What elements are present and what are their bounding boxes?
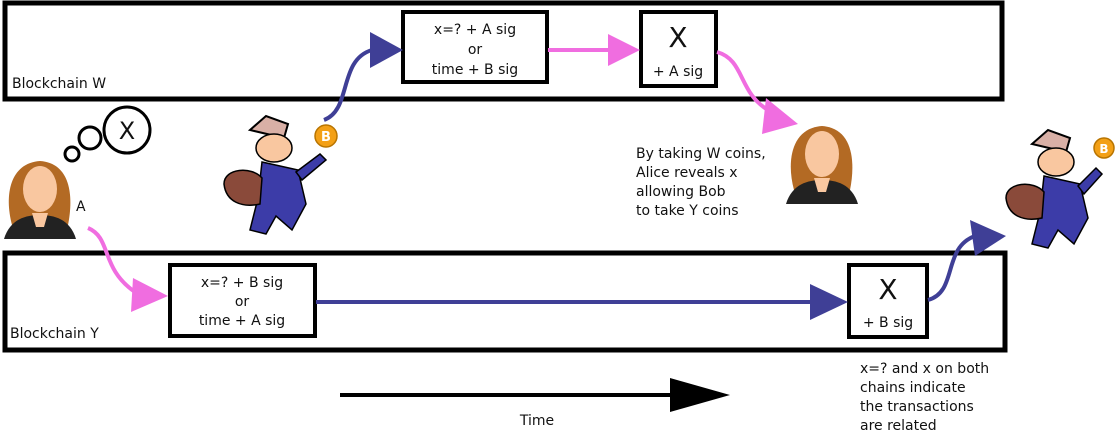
time-arrowhead bbox=[670, 378, 730, 412]
tx-w-claim-box bbox=[639, 10, 718, 88]
arrowhead-alice-right bbox=[762, 98, 798, 134]
thought-bubble: X bbox=[63, 105, 152, 163]
arrows bbox=[87, 32, 1006, 412]
note-reveal-line4: to take Y coins bbox=[636, 203, 739, 219]
blockchain-y-label: Blockchain Y bbox=[10, 326, 99, 342]
thought-bubble-main bbox=[102, 105, 152, 155]
tx-y-hashlock-box bbox=[168, 263, 317, 338]
tx-y-hashlock-line3: time + A sig bbox=[199, 313, 285, 329]
tx-w-hashlock-line3: time + B sig bbox=[432, 62, 518, 78]
alice-right-face bbox=[805, 131, 839, 177]
note-reveal: By taking W coins, Alice reveals x allow… bbox=[636, 146, 766, 219]
arrow-y-tx2-to-bob bbox=[927, 234, 976, 302]
tx-w-hashlock-line2: or bbox=[468, 42, 483, 58]
alice-figure-left bbox=[4, 161, 76, 239]
arrowhead-bob-right bbox=[970, 220, 1006, 256]
bob-right-bag bbox=[1005, 183, 1045, 220]
bob-right-arm bbox=[1077, 166, 1104, 196]
blockchain-w-label: Blockchain W bbox=[12, 76, 106, 92]
time-label: Time bbox=[519, 413, 554, 429]
bob-coin-symbol: B bbox=[321, 130, 331, 145]
tx-y-claim-sig: + B sig bbox=[863, 315, 913, 331]
bob-right-coin bbox=[1093, 137, 1115, 159]
note-reveal-line2: Alice reveals x bbox=[636, 165, 738, 181]
tx-w-claim-sig: + A sig bbox=[653, 64, 703, 80]
arrow-alice-to-y-tx1 bbox=[87, 226, 137, 294]
alice-face bbox=[23, 166, 57, 212]
arrow-w-tx2-to-alice bbox=[716, 50, 770, 112]
tx-y-hashlock-line2: or bbox=[235, 294, 250, 310]
note-reveal-line1: By taking W coins, bbox=[636, 146, 766, 162]
arrow-bob-to-w-tx1 bbox=[323, 48, 373, 122]
tx-w-claim-x: X bbox=[668, 21, 687, 54]
tx-y-claim-x: X bbox=[878, 273, 897, 306]
bob-coat bbox=[249, 161, 307, 235]
tx-y-hashlock-line1: x=? + B sig bbox=[201, 275, 283, 291]
tx-y-claim-box bbox=[847, 263, 929, 339]
arrowhead-w-tx2 bbox=[608, 34, 640, 66]
tx-w-hashlock-line1: x=? + A sig bbox=[434, 22, 516, 38]
arrowhead-w-tx1 bbox=[370, 32, 403, 68]
thought-dot-small bbox=[63, 145, 81, 163]
bob-figure-left: B bbox=[223, 114, 338, 235]
bob-right-coin-symbol: B bbox=[1099, 142, 1108, 156]
note-related: x=? and x on both chains indicate the tr… bbox=[860, 361, 989, 434]
note-related-line1: x=? and x on both bbox=[860, 361, 989, 377]
alice-label: A bbox=[76, 199, 86, 215]
tx-y-hashlock: x=? + B sig or time + A sig bbox=[168, 263, 317, 338]
alice-neck bbox=[32, 213, 48, 227]
bob-right-coat bbox=[1031, 175, 1089, 249]
note-related-line2: chains indicate bbox=[860, 380, 966, 396]
note-related-line3: the transactions bbox=[860, 399, 974, 415]
bob-right-head bbox=[1037, 147, 1075, 177]
bob-head bbox=[255, 133, 293, 163]
arrowhead-y-tx2 bbox=[810, 284, 848, 320]
bob-figure-right: B bbox=[1005, 128, 1115, 249]
arrowhead-y-tx1 bbox=[131, 278, 168, 312]
bob-coin bbox=[314, 124, 338, 148]
alice-figure-right bbox=[786, 126, 858, 204]
tx-w-claim: X + A sig bbox=[639, 10, 718, 88]
note-related-line4: are related bbox=[860, 418, 937, 433]
thought-x: X bbox=[119, 117, 135, 145]
bob-arm bbox=[294, 153, 328, 182]
bob-bag bbox=[223, 169, 263, 206]
note-reveal-line3: allowing Bob bbox=[636, 184, 726, 200]
tx-w-hashlock-box bbox=[401, 10, 549, 84]
tx-y-claim: X + B sig bbox=[847, 263, 929, 339]
alice-right-neck bbox=[814, 178, 830, 192]
thought-dot-medium bbox=[77, 125, 103, 151]
tx-w-hashlock: x=? + A sig or time + B sig bbox=[401, 10, 549, 84]
